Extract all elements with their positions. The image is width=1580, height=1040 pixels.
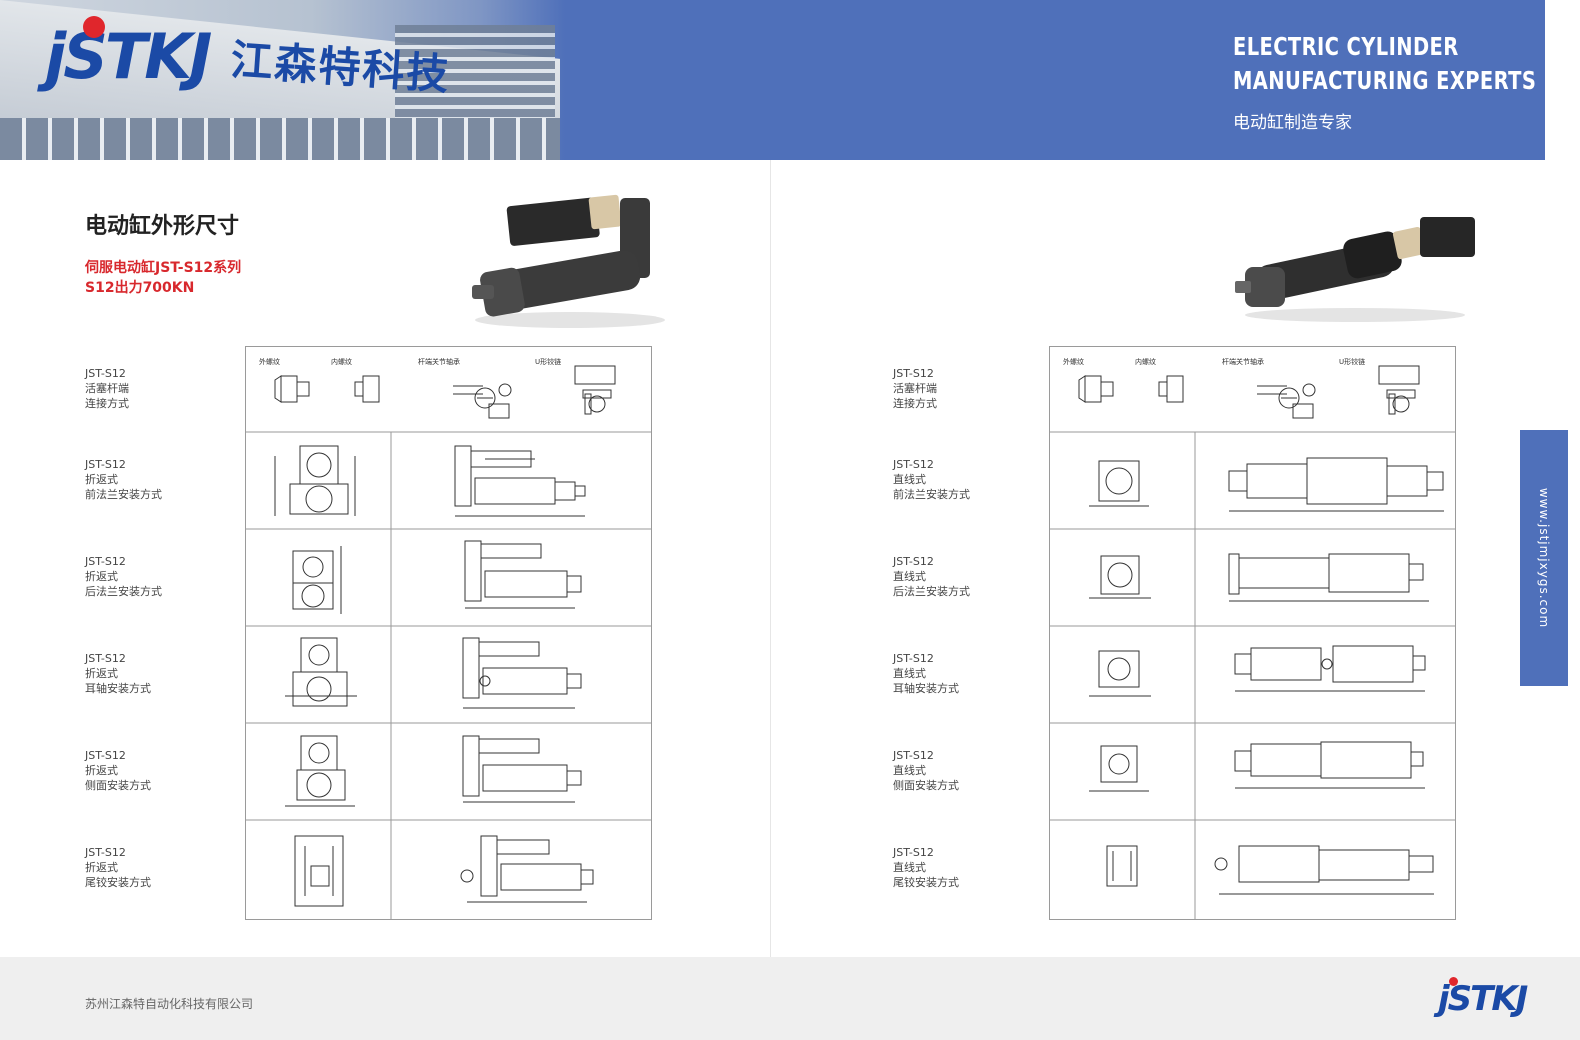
folded-cylinder-image (472, 194, 665, 328)
logo-dot-icon (83, 16, 105, 38)
inline-cylinder-image (1235, 217, 1475, 322)
tagline-en-line1: ELECTRIC CYLINDER (1233, 32, 1459, 61)
footer: 苏州江森特自动化科技有限公司 jSTKJ (0, 957, 1580, 1040)
building-windows (0, 118, 560, 160)
subtitle-line-2: S12出力700KN (85, 280, 195, 296)
company-name: 苏州江森特自动化科技有限公司 (85, 997, 254, 1011)
rod-end-label-rod-bearing: 杆端关节轴承 (418, 357, 460, 366)
website-url: www.jstjmjxygs.com (1537, 487, 1551, 629)
header-banner: jSTKJ 江森特科技 ELECTRIC CYLINDER MANUFACTUR… (0, 0, 1545, 160)
rod-end-label-rod-bearing-right: 杆端关节轴承 (1222, 357, 1264, 366)
right-drawing-grid: 外螺纹 内螺纹 杆端关节轴承 U形铰链 (1049, 346, 1456, 920)
footer-logo-dot-icon (1449, 977, 1458, 986)
rod-end-label-external-thread-right: 外螺纹 (1063, 357, 1084, 366)
page-divider (770, 160, 771, 957)
series-subtitle: 伺服电动缸JST-S12系列 S12出力700KN (85, 258, 241, 298)
subtitle-line-1: 伺服电动缸JST-S12系列 (85, 260, 242, 276)
left-drawing-grid: 外螺纹 内螺纹 杆端关节轴承 U形铰链 (245, 346, 652, 920)
footer-logo: jSTKJ (1438, 977, 1528, 1019)
website-side-tab: www.jstjmjxygs.com (1520, 430, 1568, 686)
rod-end-label-u-clevis-right: U形铰链 (1339, 357, 1365, 366)
rod-end-label-external-thread: 外螺纹 (259, 357, 280, 366)
rod-end-label-u-clevis: U形铰链 (535, 357, 561, 366)
logo-chinese-name: 江森特科技 (229, 35, 453, 100)
rod-end-label-internal-thread-right: 内螺纹 (1135, 357, 1156, 366)
rod-end-label-internal-thread: 内螺纹 (331, 357, 352, 366)
page-title: 电动缸外形尺寸 (85, 214, 240, 239)
logo-mark: jSTKJ (45, 16, 212, 93)
tagline-cn: 电动缸制造专家 (1233, 113, 1352, 133)
building-photo: jSTKJ 江森特科技 (0, 0, 565, 160)
tagline-en-line2: MANUFACTURING EXPERTS (1233, 66, 1537, 95)
tagline: ELECTRIC CYLINDER MANUFACTURING EXPERTS … (1233, 30, 1545, 133)
company-logo: jSTKJ 江森特科技 (45, 16, 452, 99)
